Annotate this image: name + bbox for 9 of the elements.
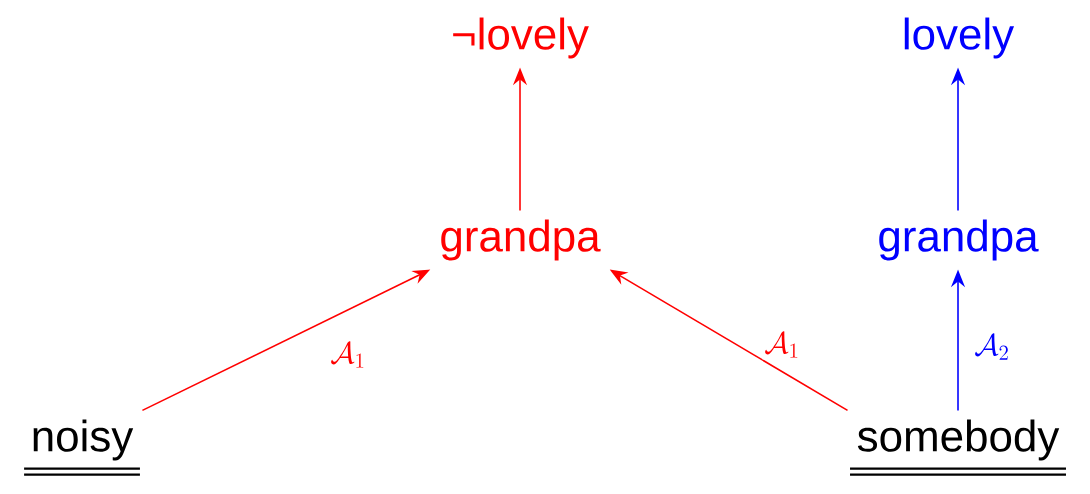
word-label: grandpa bbox=[441, 219, 601, 261]
word-label: noisy bbox=[33, 419, 134, 461]
word-label: ¬lovely bbox=[453, 17, 589, 59]
edge-label: $\mathcal{A}_1$ bbox=[328, 340, 368, 370]
edge-label: $\mathcal{A}_1$ bbox=[762, 330, 802, 360]
edge-label: $\mathcal{A}_2$ bbox=[972, 332, 1012, 362]
word-label: somebody bbox=[857, 419, 1060, 461]
word-label: lovely bbox=[904, 17, 1015, 59]
word-label: grandpa bbox=[879, 219, 1039, 261]
